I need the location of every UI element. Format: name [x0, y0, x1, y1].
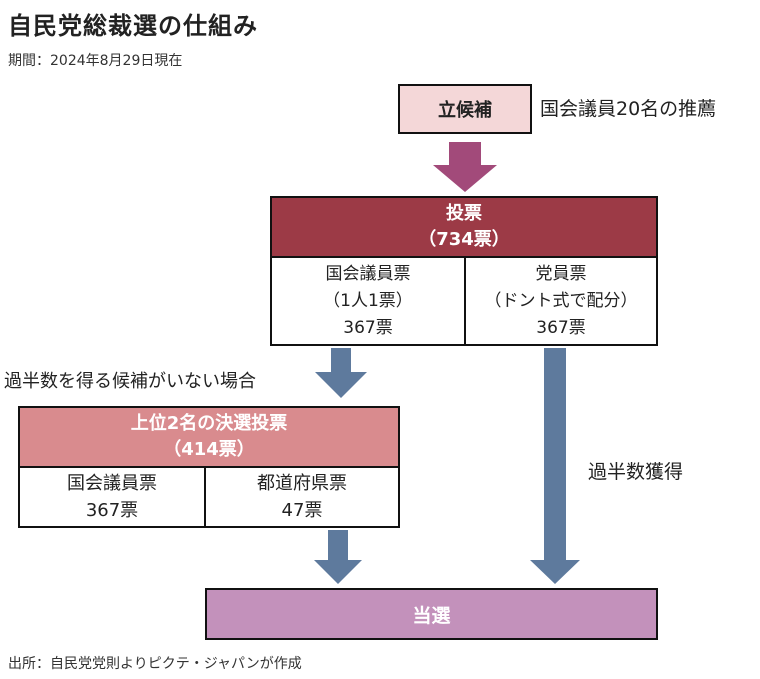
- arrow-down-icon: [315, 348, 367, 398]
- runoff-condition-label: 過半数を得る候補がいない場合: [4, 371, 256, 392]
- runoff-header: 上位2名の決選投票 （414票）: [18, 406, 400, 468]
- runoff-header-title: 上位2名の決選投票: [130, 413, 288, 434]
- arrow-down-icon: [314, 530, 362, 584]
- runoff-header-total: （414票）: [163, 439, 255, 460]
- party-vote-rule: （ドント式で配分）: [484, 290, 638, 311]
- page-subtitle: 期間：2024年8月29日現在: [8, 53, 183, 69]
- runoff-diet-cell: 国会議員票 367票: [18, 466, 206, 528]
- recommendation-note: 国会議員20名の推薦: [540, 98, 717, 120]
- arrow-down-icon: [530, 348, 580, 584]
- vote-header: 投票 （734票）: [270, 196, 658, 258]
- vote-header-total: （734票）: [418, 229, 510, 250]
- page-title: 自民党総裁選の仕組み: [8, 12, 258, 40]
- diet-vote-count: 367票: [343, 317, 393, 338]
- runoff-prefecture-cell: 都道府県票 47票: [204, 466, 400, 528]
- runoff-diet-count: 367票: [85, 500, 139, 521]
- party-vote-count: 367票: [536, 317, 586, 338]
- elected-label: 当選: [412, 604, 451, 627]
- diet-vote-rule: （1人1票）: [323, 290, 413, 311]
- vote-header-title: 投票: [446, 203, 482, 224]
- elected-box: 当選: [205, 588, 658, 640]
- runoff-prefecture-label: 都道府県票: [257, 473, 347, 494]
- party-vote-cell: 党員票 （ドント式で配分） 367票: [464, 256, 658, 346]
- majority-label: 過半数獲得: [588, 461, 684, 483]
- arrow-down-icon: [433, 142, 497, 192]
- candidate-box: 立候補: [398, 84, 532, 134]
- runoff-diet-label: 国会議員票: [67, 473, 157, 494]
- runoff-prefecture-count: 47票: [281, 500, 323, 521]
- diet-vote-cell: 国会議員票 （1人1票） 367票: [270, 256, 466, 346]
- source-footnote: 出所：自民党党則よりピクテ・ジャパンが作成: [8, 656, 302, 672]
- candidate-label: 立候補: [438, 100, 492, 121]
- party-vote-label: 党員票: [535, 263, 587, 284]
- diet-vote-label: 国会議員票: [325, 263, 411, 284]
